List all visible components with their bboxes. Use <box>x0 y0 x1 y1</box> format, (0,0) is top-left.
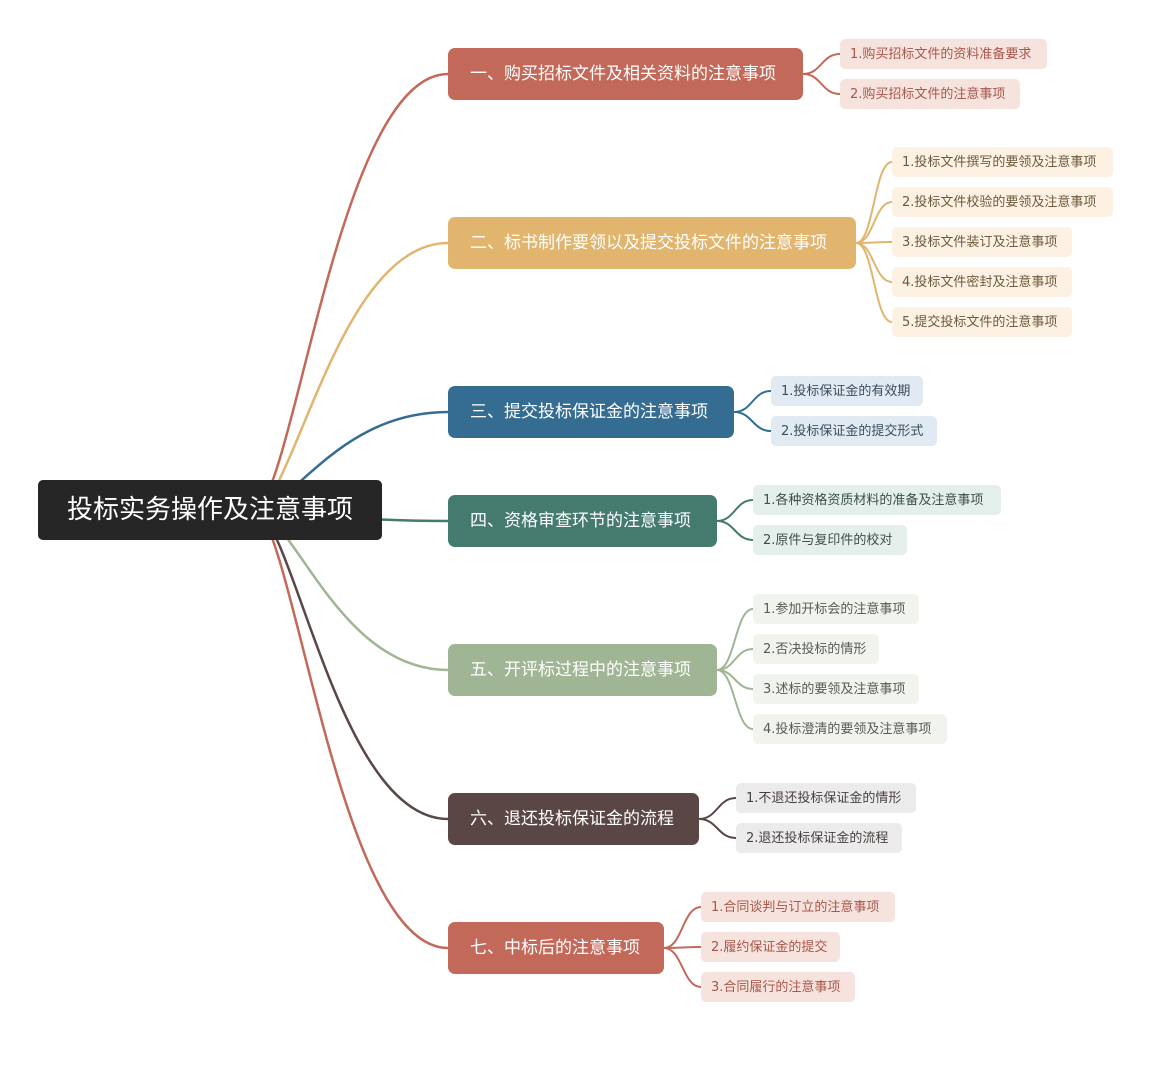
branch-topic-4[interactable]: 四、资格审查环节的注意事项 <box>448 495 717 547</box>
connector-branch-6-leaf-2 <box>698 818 737 839</box>
subtopic-5-1[interactable]: 1.参加开标会的注意事项 <box>753 594 919 624</box>
subtopic-7-2[interactable]: 2.履约保证金的提交 <box>701 932 840 962</box>
connector-branch-2-leaf-1 <box>855 161 893 244</box>
connector-branch-2-leaf-3 <box>855 241 893 244</box>
connector-root-branch-6 <box>256 508 450 821</box>
connector-branch-7-leaf-2 <box>663 946 702 949</box>
connector-branch-7-leaf-3 <box>663 947 702 988</box>
branch-topic-3[interactable]: 三、提交投标保证金的注意事项 <box>448 386 734 438</box>
connector-branch-3-leaf-1 <box>733 390 772 413</box>
branch-topic-1[interactable]: 一、购买招标文件及相关资料的注意事项 <box>448 48 803 100</box>
subtopic-5-2[interactable]: 2.否决投标的情形 <box>753 634 879 664</box>
subtopic-1-1[interactable]: 1.购买招标文件的资料准备要求 <box>840 39 1047 69</box>
connector-branch-5-leaf-1 <box>716 608 754 671</box>
connector-branch-3-leaf-2 <box>733 411 772 432</box>
connector-root-branch-7 <box>256 508 450 950</box>
subtopic-2-2[interactable]: 2.投标文件校验的要领及注意事项 <box>892 187 1113 217</box>
subtopic-7-3[interactable]: 3.合同履行的注意事项 <box>701 972 855 1002</box>
subtopic-6-2[interactable]: 2.退还投标保证金的流程 <box>736 823 902 853</box>
root-topic[interactable]: 投标实务操作及注意事项 <box>38 480 382 540</box>
subtopic-6-1[interactable]: 1.不退还投标保证金的情形 <box>736 783 916 813</box>
branch-topic-2[interactable]: 二、标书制作要领以及提交投标文件的注意事项 <box>448 217 856 269</box>
subtopic-4-1[interactable]: 1.各种资格资质材料的准备及注意事项 <box>753 485 1001 515</box>
subtopic-2-1[interactable]: 1.投标文件撰写的要领及注意事项 <box>892 147 1113 177</box>
connector-branch-5-leaf-4 <box>716 669 754 730</box>
connector-branch-4-leaf-2 <box>716 520 754 541</box>
connector-branch-4-leaf-1 <box>716 499 754 522</box>
connector-root-branch-2 <box>256 241 450 512</box>
subtopic-3-2[interactable]: 2.投标保证金的提交形式 <box>771 416 937 446</box>
subtopic-7-1[interactable]: 1.合同谈判与订立的注意事项 <box>701 892 895 922</box>
subtopic-2-3[interactable]: 3.投标文件装订及注意事项 <box>892 227 1072 257</box>
connector-branch-1-leaf-2 <box>802 73 841 95</box>
branch-topic-5[interactable]: 五、开评标过程中的注意事项 <box>448 644 717 696</box>
subtopic-3-1[interactable]: 1.投标保证金的有效期 <box>771 376 923 406</box>
connector-branch-2-leaf-4 <box>855 242 893 283</box>
subtopic-2-4[interactable]: 4.投标文件密封及注意事项 <box>892 267 1072 297</box>
subtopic-2-5[interactable]: 5.提交投标文件的注意事项 <box>892 307 1072 337</box>
subtopic-4-2[interactable]: 2.原件与复印件的校对 <box>753 525 907 555</box>
subtopic-5-4[interactable]: 4.投标澄清的要领及注意事项 <box>753 714 947 744</box>
connector-branch-1-leaf-1 <box>802 53 841 75</box>
subtopic-1-2[interactable]: 2.购买招标文件的注意事项 <box>840 79 1020 109</box>
branch-topic-6[interactable]: 六、退还投标保证金的流程 <box>448 793 699 845</box>
subtopic-5-3[interactable]: 3.述标的要领及注意事项 <box>753 674 919 704</box>
branch-topic-7[interactable]: 七、中标后的注意事项 <box>448 922 664 974</box>
connector-branch-6-leaf-1 <box>698 797 737 820</box>
connector-branch-7-leaf-1 <box>663 906 702 949</box>
connector-branch-2-leaf-2 <box>855 201 893 244</box>
connector-root-branch-1 <box>256 72 450 512</box>
connector-branch-2-leaf-5 <box>855 242 893 323</box>
